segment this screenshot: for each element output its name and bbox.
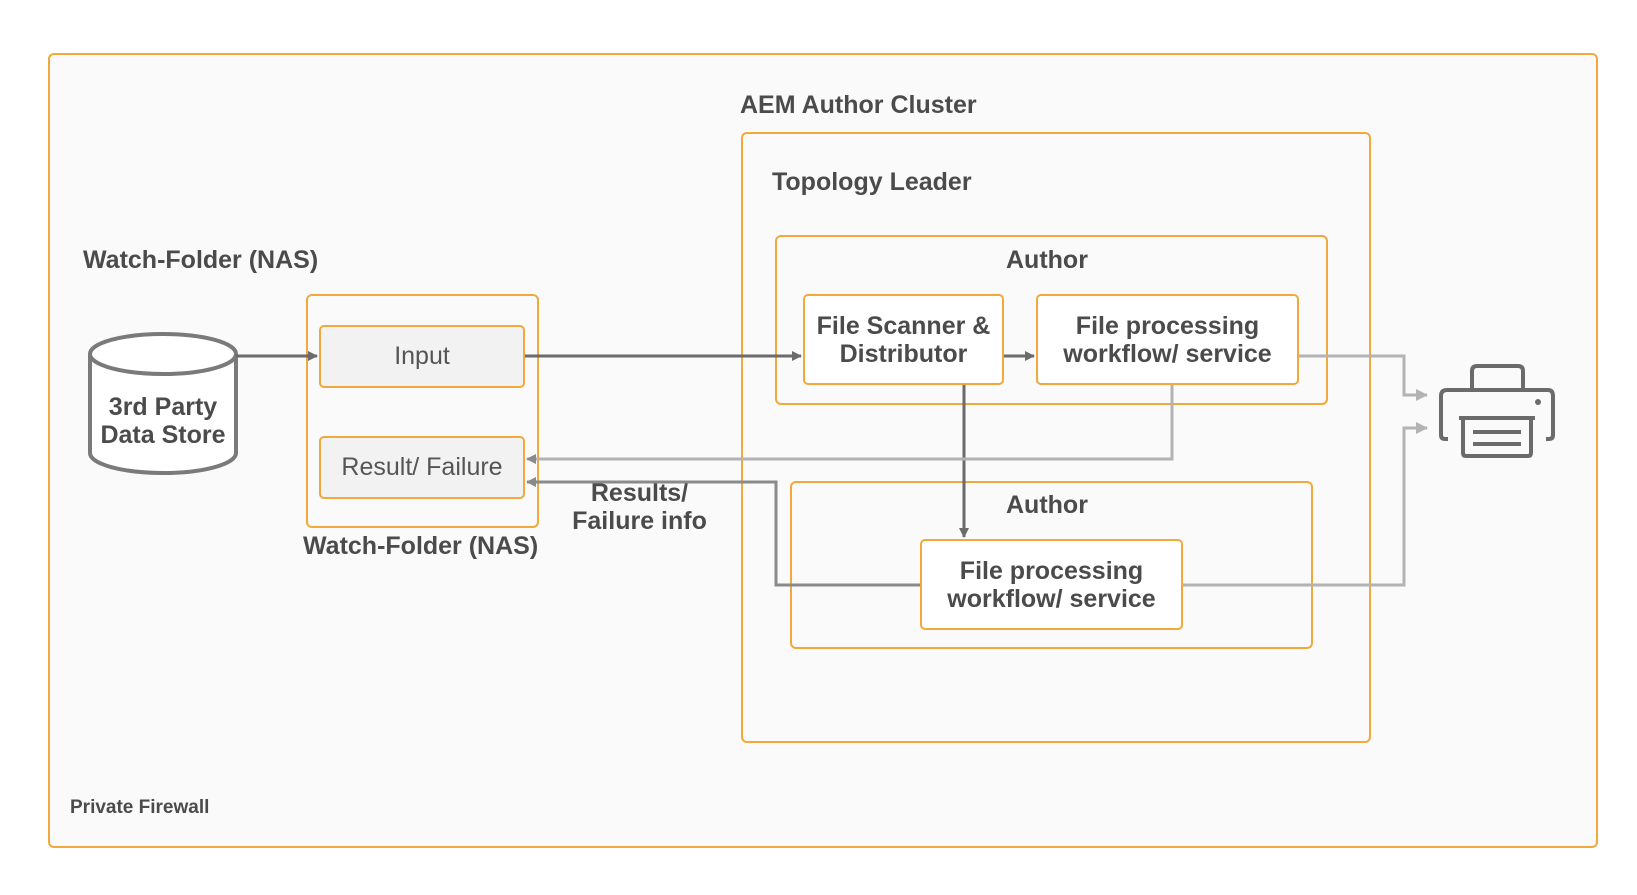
aem-author-cluster-box: [741, 132, 1371, 743]
topology-leader-label: Topology Leader: [772, 168, 972, 196]
input-folder-box: Input: [319, 325, 525, 388]
result-failure-label: Result/ Failure: [341, 453, 503, 481]
file-processing-workflow-secondary-box: File processing workflow/ service: [920, 539, 1183, 630]
author-label-leader: Author: [1006, 246, 1088, 274]
file-scanner-distributor-label: File Scanner & Distributor: [816, 311, 991, 368]
third-party-data-store-label: 3rd Party Data Store: [100, 393, 226, 449]
file-processing-workflow-leader-box: File processing workflow/ service: [1036, 294, 1299, 385]
file-scanner-distributor-box: File Scanner & Distributor: [803, 294, 1004, 385]
result-failure-folder-box: Result/ Failure: [319, 436, 525, 499]
private-firewall-label: Private Firewall: [70, 797, 210, 818]
aem-author-cluster-label: AEM Author Cluster: [740, 91, 977, 119]
watch-folder-bottom-label: Watch-Folder (NAS): [303, 532, 539, 560]
file-processing-workflow-leader-label: File processing workflow/ service: [1063, 311, 1272, 368]
file-processing-workflow-secondary-label: File processing workflow/ service: [947, 556, 1156, 613]
watch-folder-top-label: Watch-Folder (NAS): [83, 246, 319, 274]
input-folder-label: Input: [394, 342, 450, 370]
author-label-secondary: Author: [1006, 491, 1088, 519]
results-failure-info-label: Results/ Failure info: [572, 479, 707, 535]
